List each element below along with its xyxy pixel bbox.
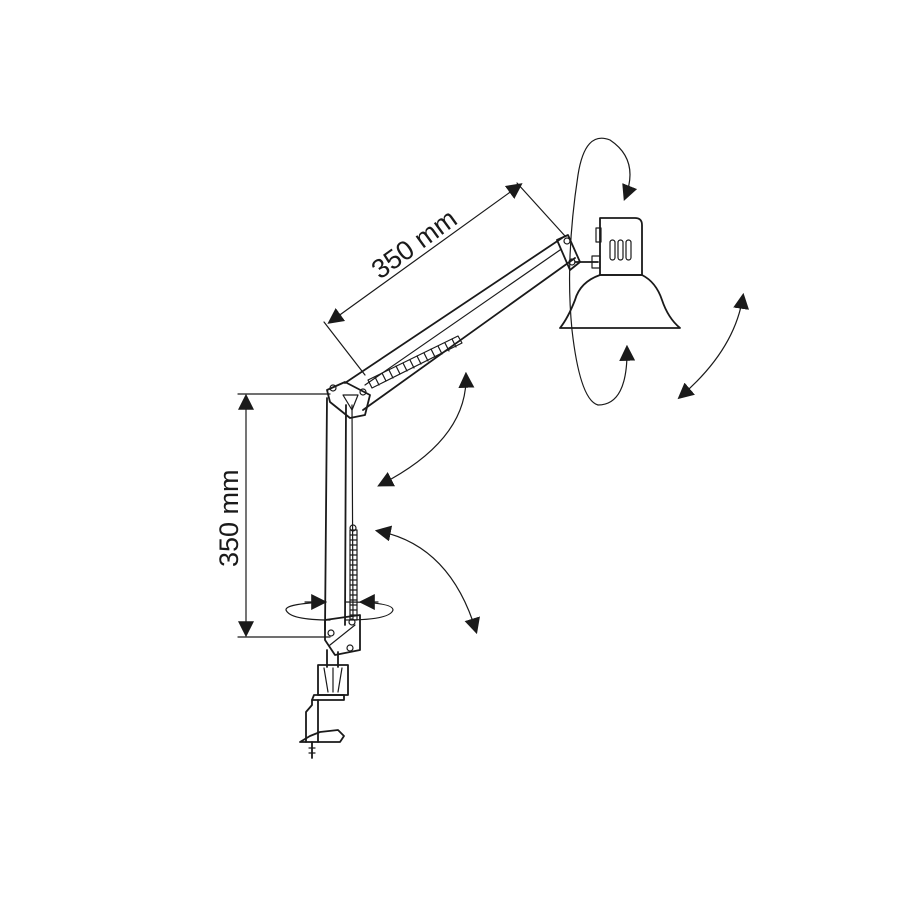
lower-arm-length-label: 350 mm <box>214 469 244 567</box>
lower-arm-dimension: 350 mm <box>214 393 331 638</box>
lower-joint <box>324 614 361 668</box>
lower-arm-rotation-arrow <box>374 525 480 635</box>
table-clamp <box>299 664 349 759</box>
lower-arm <box>324 397 358 631</box>
upper-dim-extension-left <box>323 321 366 376</box>
base-swivel-arrow <box>285 594 394 621</box>
upper-arm-dimension: 350 mm <box>323 182 566 376</box>
upper-arm-length-label: 350 mm <box>366 203 463 285</box>
upper-dim-extension-right <box>516 182 566 237</box>
elbow-rotation-arrow <box>377 371 475 487</box>
head-rotation-arrow <box>568 137 638 406</box>
head-tilt-arrow <box>677 292 750 400</box>
elbow-joint <box>326 381 371 419</box>
head-joint <box>556 234 601 271</box>
upper-dim-line <box>327 183 523 324</box>
lamp-shade <box>559 217 681 329</box>
